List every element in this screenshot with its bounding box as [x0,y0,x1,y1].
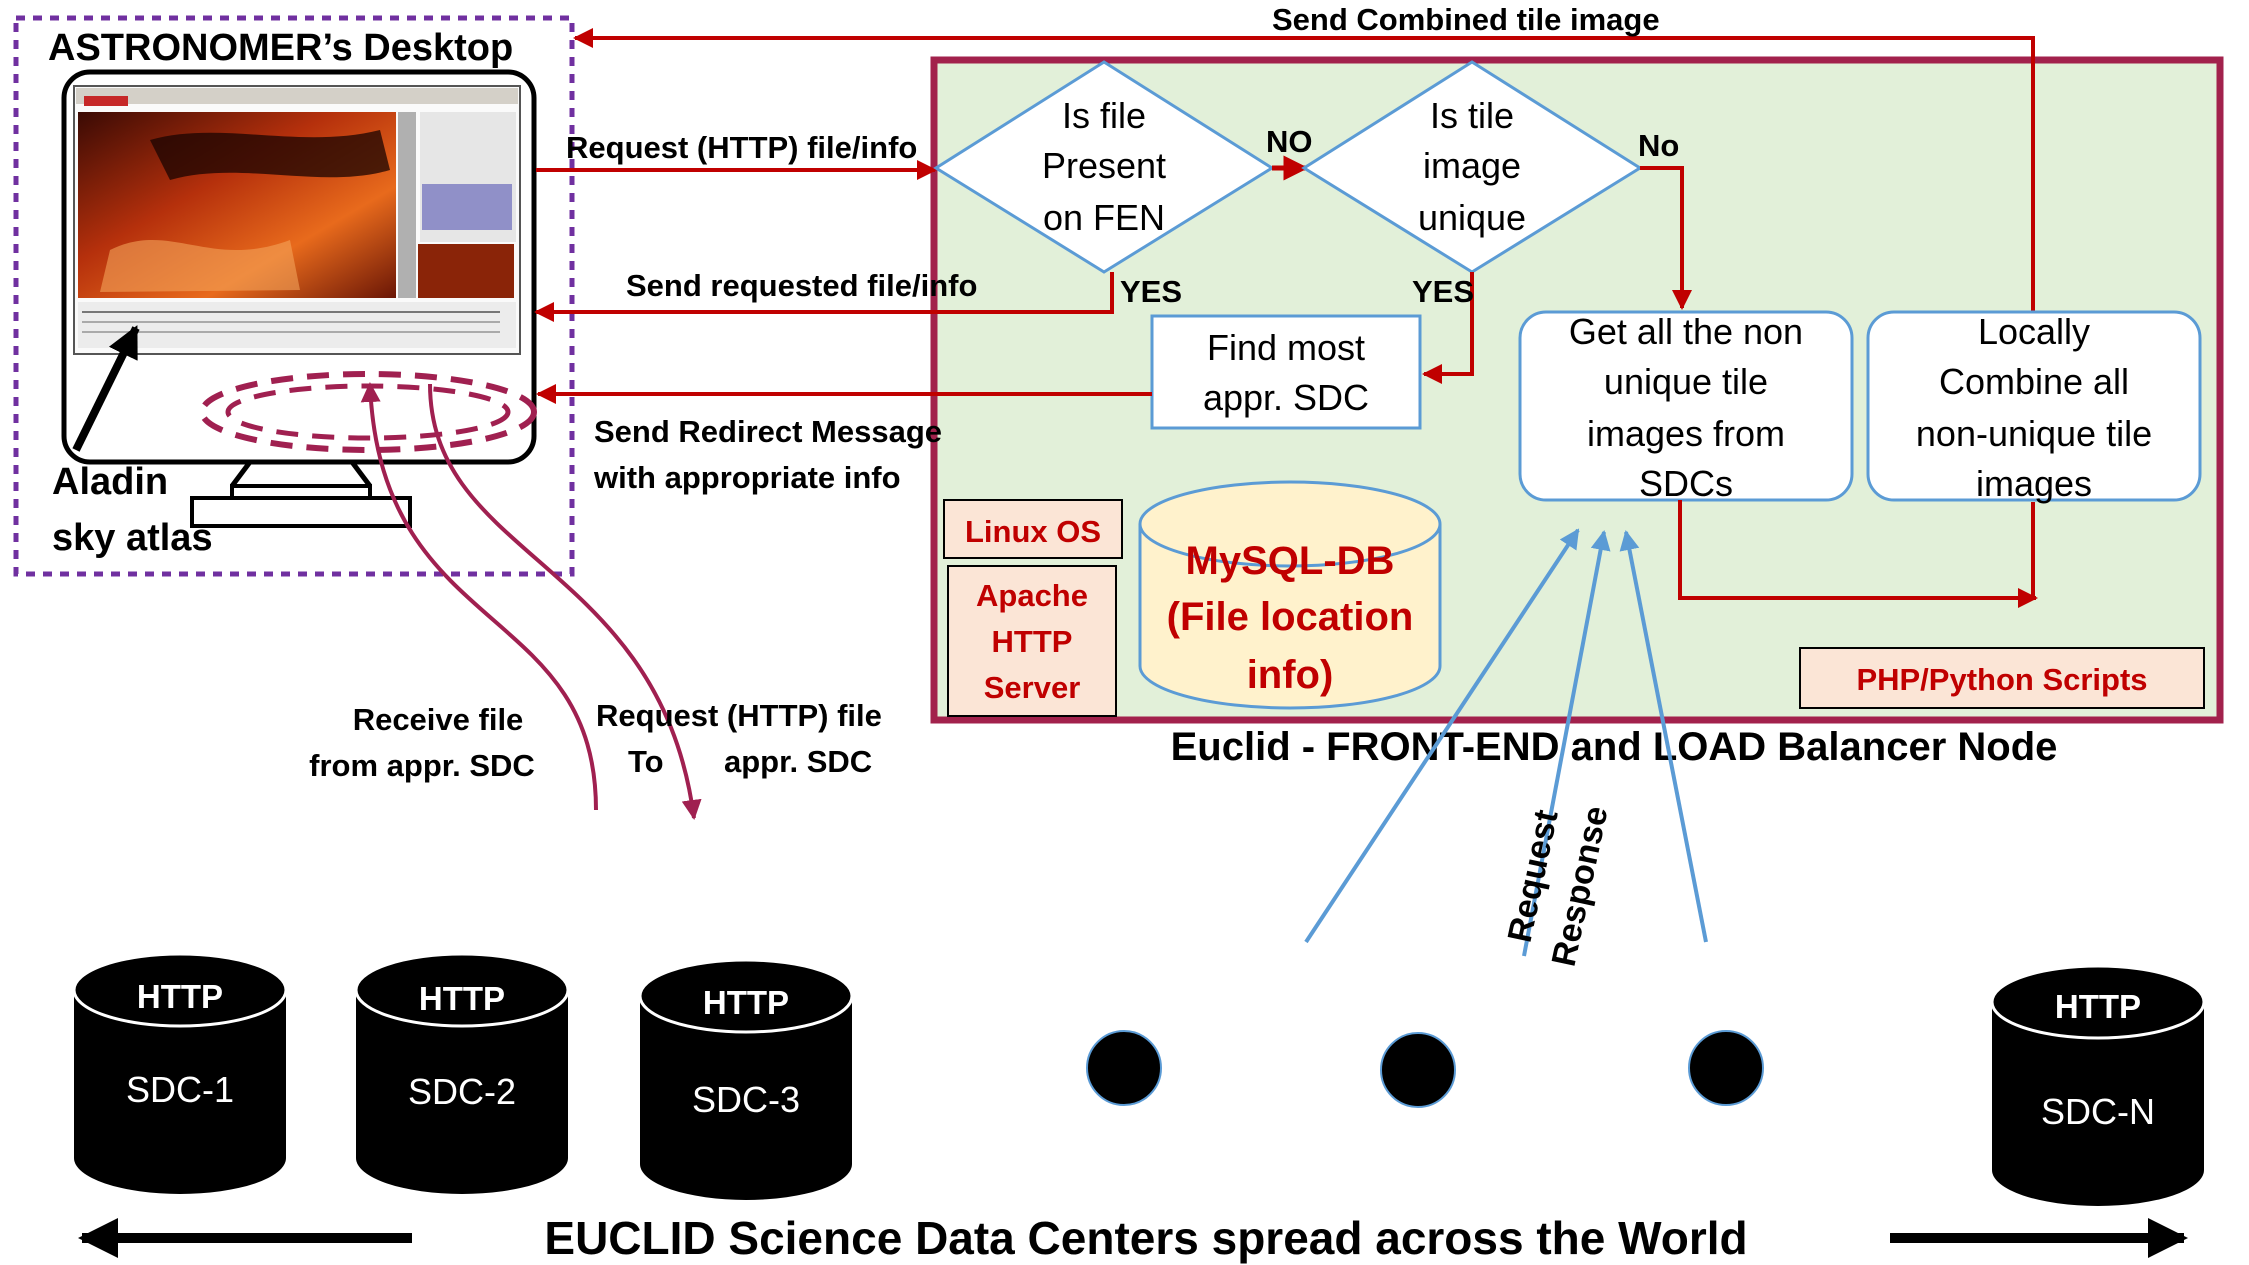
sdc-3-name: SDC-3 [692,1079,800,1120]
sdc-n-top: HTTP [2055,988,2141,1025]
receive-file-curve [360,382,598,811]
scripts-label: PHP/Python Scripts [1856,662,2147,697]
mysql-line1: MySQL-DB [1186,539,1395,583]
find-sdc-line1: Find most [1207,327,1365,368]
combine-line4: images [1976,463,2092,504]
decision1-line2: Present [1042,145,1166,186]
redirect-line2: with appropriate info [593,460,901,495]
find-sdc-line2: appr. SDC [1203,377,1369,418]
ellipsis-dot-1 [1086,1030,1162,1106]
no-label-1: NO [1266,124,1313,159]
mysql-cylinder [1138,480,1442,710]
get-tiles-line4: SDCs [1639,463,1733,504]
apache-line1: Apache [976,578,1088,613]
yes-label-2: YES [1412,274,1474,309]
decision2-line2: image [1423,145,1521,186]
mysql-line2: (File location [1167,595,1414,639]
tiles-to-combine-arrow [1678,500,2035,600]
pointer-arrow [72,325,140,452]
receive-line1: Receive file [353,702,524,737]
linux-label: Linux OS [965,514,1101,549]
combine-box [1866,310,2202,502]
yes-arrow-1 [534,272,1114,322]
sdc-n-cylinder [1990,964,2206,1206]
request-sdc-curve [428,383,702,820]
desktop-title: ASTRONOMER’s Desktop [48,27,513,69]
request-sdc-line1: Request (HTTP) file [596,698,882,733]
ellipsis-dot-3 [1688,1030,1764,1106]
get-tiles-line2: unique tile [1604,361,1768,402]
get-tiles-line3: images from [1587,413,1785,454]
sdc-2-name: SDC-2 [408,1071,516,1112]
sdc-2-cylinder [354,952,570,1194]
app-label-line2: sky atlas [52,517,213,559]
get-tiles-box [1518,310,1854,502]
linux-label-box [943,499,1123,559]
apache-line2: HTTP [992,624,1073,659]
sdc-3-cylinder [638,958,854,1200]
combine-line3: non-unique tile [1916,413,2152,454]
decision2-line3: unique [1418,197,1526,238]
sdc-1-name: SDC-1 [126,1069,234,1110]
blue-line-1 [1304,528,1580,944]
decision-file-present [933,60,1275,274]
scripts-label-box [1799,647,2205,709]
sdc-3-top: HTTP [703,984,789,1021]
sdc-2-top: HTTP [419,980,505,1017]
decision1-line3: on FEN [1043,197,1165,238]
combine-line1: Locally [1978,311,2090,352]
send-combined-label: Send Combined tile image [1272,2,1660,37]
yes-label-1: YES [1120,274,1182,309]
receive-line2: from appr. SDC [309,748,535,783]
request-file-label: Request (HTTP) file/info [566,130,917,165]
combined-tile-arrow [573,28,2035,314]
decision2-line1: Is tile [1430,95,1514,136]
redirect-line1: Send Redirect Message [594,414,942,449]
apache-label-box [947,565,1117,717]
sdc-1-top: HTTP [137,978,223,1015]
yes-arrow-2 [1422,272,1474,384]
blue-line-2 [1522,530,1611,957]
get-tiles-line1: Get all the non [1569,311,1803,352]
no-label-2: No [1638,128,1679,163]
sdc-n-name: SDC-N [2041,1091,2155,1132]
apache-line3: Server [984,670,1081,705]
no-arrow-2 [1640,166,1692,310]
send-requested-label: Send requested file/info [626,268,977,303]
app-label-line1: Aladin [52,461,168,503]
port-ellipse-outer [199,371,537,453]
aladin-screenshot [76,88,518,348]
blue-line-3 [1619,530,1708,943]
sdc-1-cylinder [72,952,288,1194]
node-title: Euclid - FRONT-END and LOAD Balancer Nod… [1171,725,2058,769]
footer-title: EUCLID Science Data Centers spread acros… [544,1212,1747,1264]
decision1-line1: Is file [1062,95,1146,136]
mysql-line3: info) [1247,653,1334,697]
desktop-frame [13,15,575,577]
request-sdc-line2b: appr. SDC [724,744,872,779]
combine-line2: Combine all [1939,361,2129,402]
find-sdc-box [1150,314,1422,430]
ellipsis-dot-2 [1380,1032,1456,1108]
request-sdc-line2a: To [628,744,664,779]
